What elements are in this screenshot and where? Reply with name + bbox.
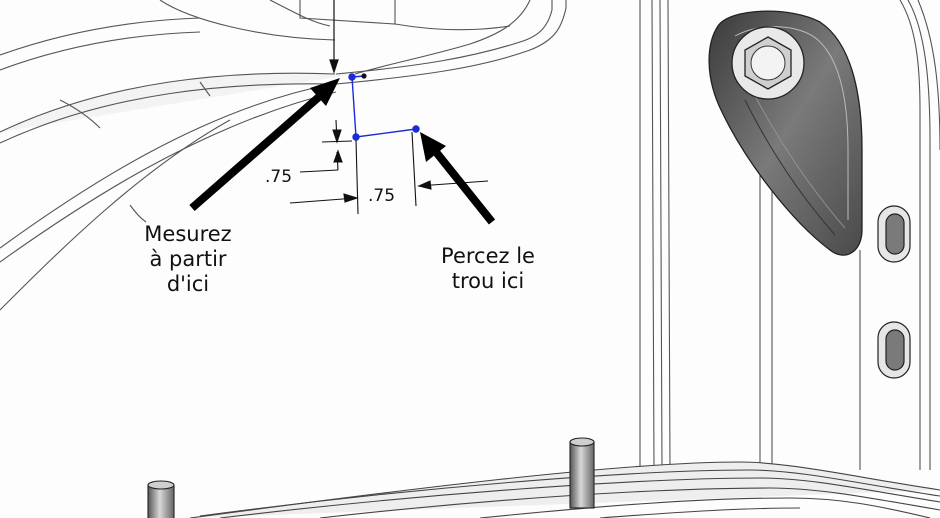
origin-point [348,73,356,81]
reference-leader [329,0,339,74]
callout-measure-line-2: à partir [149,247,227,271]
frame-slots [877,205,911,379]
locating-pins [147,437,595,518]
bracket [708,10,863,256]
callout-drill-hole-here: Percez le trou ici [420,244,556,294]
sketch-geometry [348,73,420,141]
dimension-horizontal-value: .75 [368,186,395,206]
callout-drill-line-1: Percez le [441,244,535,268]
corner-point [352,133,360,141]
vertical-frame [639,0,940,471]
base-plate [189,461,940,518]
hole-center-point [412,125,420,133]
callout-drill-line-2: trou ici [451,269,525,293]
dimension-lines [289,119,489,215]
edge-point [361,73,367,79]
callout-arrow-measure [189,78,340,212]
callout-measure-line-1: Mesurez [144,222,232,246]
curved-panel [0,0,567,311]
callout-measure-line-3: d'ici [166,272,210,296]
callout-measure-from-here: Mesurez à partir d'ici [122,222,254,297]
dimension-vertical-value: .75 [265,167,292,187]
callout-arrow-drill [420,132,496,225]
